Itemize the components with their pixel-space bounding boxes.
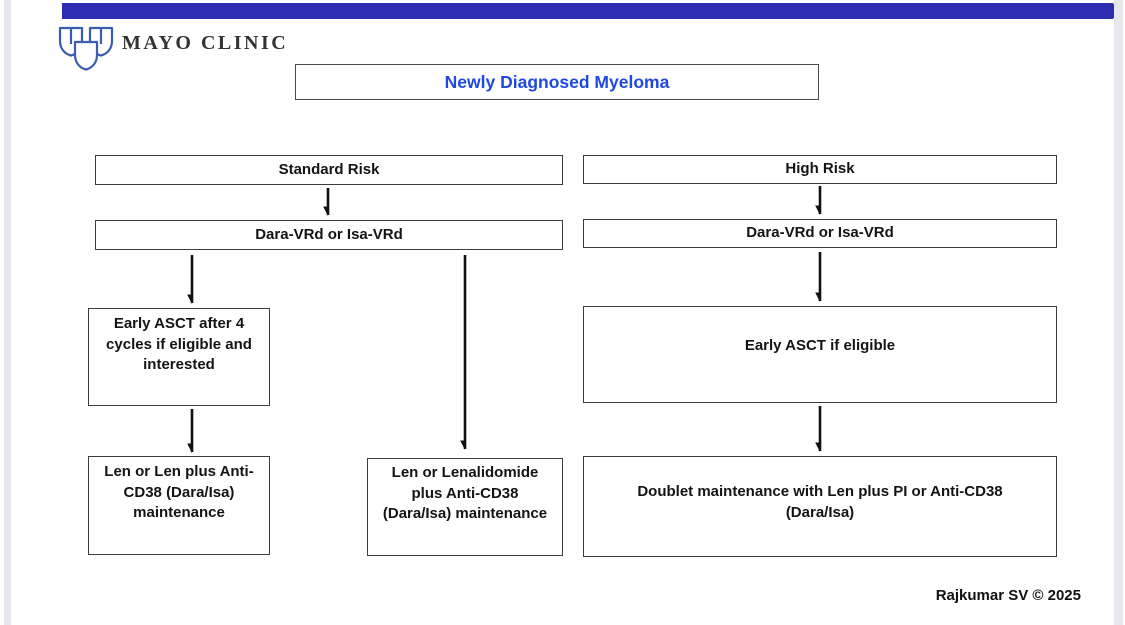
page-edge-right <box>1114 0 1123 625</box>
standard-risk-asct-label: Early ASCT after 4 cycles if eligible an… <box>106 315 252 374</box>
page-edge-left <box>4 0 11 625</box>
mayo-clinic-three-shields-icon <box>58 26 114 71</box>
standard-risk-maintenance-without-asct-label: Len or Lenalidomide plus Anti-CD38 (Dara… <box>382 464 548 523</box>
standard-risk-header-box: Standard Risk <box>95 155 563 185</box>
standard-risk-asct-box: Early ASCT after 4 cycles if eligible an… <box>88 308 270 406</box>
high-risk-maintenance-box: Doublet maintenance with Len plus PI or … <box>583 456 1057 557</box>
high-risk-asct-box: Early ASCT if eligible <box>583 306 1057 403</box>
top-accent-bar <box>62 3 1114 19</box>
mayo-clinic-logo: MAYO CLINIC <box>58 23 388 71</box>
high-risk-header-box: High Risk <box>583 155 1057 184</box>
standard-risk-induction-label: Dara-VRd or Isa-VRd <box>255 225 403 243</box>
standard-risk-maintenance-after-asct-label: Len or Len plus Anti-CD38 (Dara/Isa) mai… <box>104 463 254 522</box>
high-risk-induction-label: Dara-VRd or Isa-VRd <box>746 224 894 242</box>
standard-risk-maintenance-without-asct-box: Len or Lenalidomide plus Anti-CD38 (Dara… <box>367 458 563 556</box>
logo-wordmark: MAYO CLINIC <box>122 32 289 54</box>
page-title: Newly Diagnosed Myeloma <box>444 71 670 92</box>
high-risk-maintenance-label: Doublet maintenance with Len plus PI or … <box>637 482 1003 521</box>
standard-risk-maintenance-after-asct-box: Len or Len plus Anti-CD38 (Dara/Isa) mai… <box>88 456 270 555</box>
page-title-box: Newly Diagnosed Myeloma <box>295 64 819 100</box>
standard-risk-header-label: Standard Risk <box>278 160 380 178</box>
standard-risk-induction-box: Dara-VRd or Isa-VRd <box>95 220 563 250</box>
high-risk-header-label: High Risk <box>785 160 855 178</box>
high-risk-induction-box: Dara-VRd or Isa-VRd <box>583 219 1057 248</box>
high-risk-asct-label: Early ASCT if eligible <box>744 337 896 355</box>
copyright-credit: Rajkumar SV © 2025 <box>935 587 1081 604</box>
